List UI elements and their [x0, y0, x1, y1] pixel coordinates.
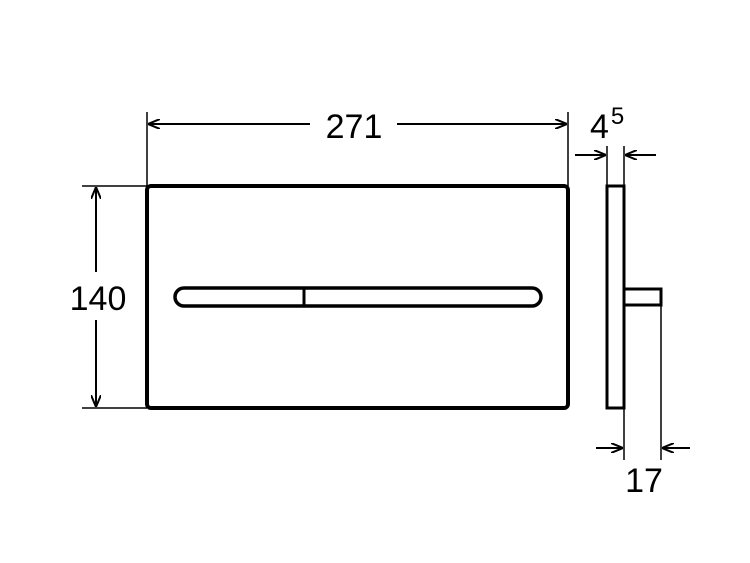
side-actuator-stem: [622, 287, 663, 307]
width-dimension: 271: [146, 108, 569, 186]
thickness-label: 45: [590, 103, 624, 146]
width-label: 271: [326, 108, 383, 146]
depth-label: 17: [625, 462, 663, 500]
height-dimension: 140: [70, 185, 147, 409]
front-view: [145, 184, 570, 410]
depth-dimension: 17: [596, 305, 690, 500]
side-plate-profile: [605, 184, 626, 410]
height-label: 140: [70, 280, 127, 318]
thickness-label-superscript: 5: [611, 103, 624, 130]
side-view: [605, 184, 663, 410]
thickness-dimension: 45: [575, 103, 656, 186]
flush-plate-outline: [145, 184, 570, 410]
thickness-label-main: 4: [590, 108, 609, 146]
flush-button-slot: [173, 286, 543, 308]
